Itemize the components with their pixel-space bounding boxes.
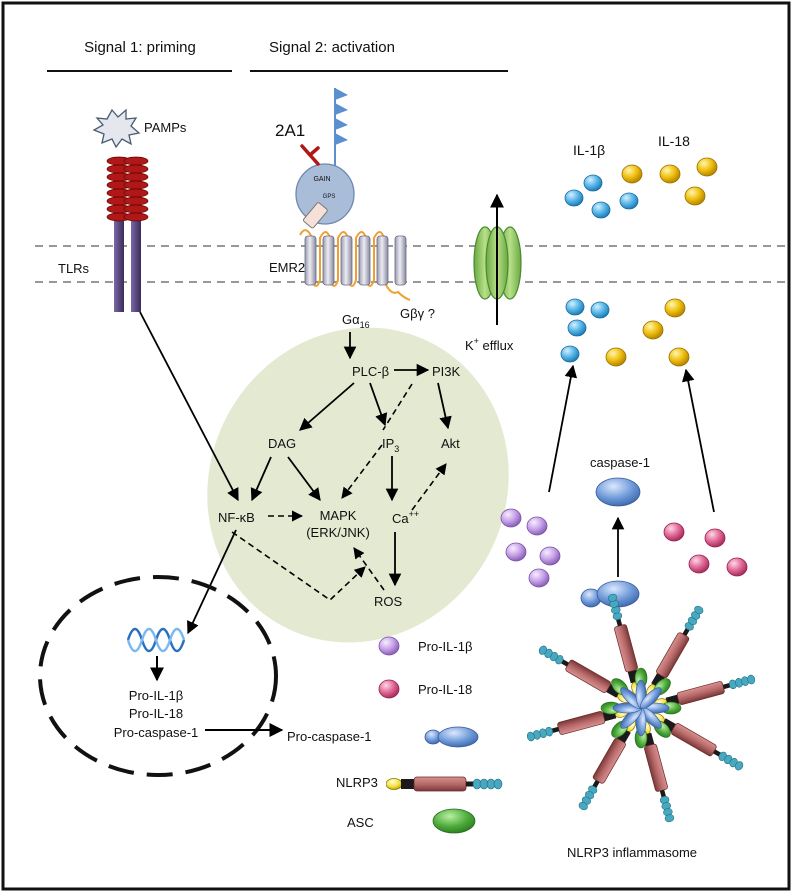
il1b-mature-group-top (564, 174, 639, 219)
il1b-label: IL-1β (573, 142, 605, 158)
legend-nlrp3-label: NLRP3 (336, 775, 378, 790)
caspase1-icon (595, 477, 641, 507)
signal1-header: Signal 1: priming (84, 39, 196, 56)
g-beta-gamma-label: Gβγ ? (400, 306, 435, 321)
pamps-label: PAMPs (144, 120, 187, 135)
mapk-label: MAPK (320, 508, 357, 523)
pro-il18-group (663, 522, 748, 577)
dag-label: DAG (268, 436, 296, 451)
nucleus-pro-il1b-label: Pro-IL-1β (129, 688, 183, 703)
signal2-header: Signal 2: activation (269, 39, 395, 56)
legend-pro-il18-label: Pro-IL-18 (418, 682, 472, 697)
ros-label: ROS (374, 594, 403, 609)
il1b-mature-group-inner (560, 298, 610, 363)
dna-icon (126, 627, 186, 653)
pi3k-label: PI3K (432, 364, 461, 379)
cleavage-arrows (548, 364, 715, 577)
tlrs-label: TLRs (58, 261, 90, 276)
nfkb-label: NF-κB (218, 510, 255, 525)
pro-il1b-group (500, 508, 561, 588)
legend-asc-label: ASC (347, 815, 374, 830)
erk-jnk-label: (ERK/JNK) (306, 525, 370, 540)
k-efflux-label: K+ efflux (465, 336, 514, 353)
il18-mature-group-inner (605, 298, 690, 367)
legend-pro-caspase-icon (424, 726, 479, 748)
inflammasome-label: NLRP3 inflammasome (567, 845, 697, 860)
g-alpha16-label: Gα16 (342, 312, 370, 330)
legend-pro-il1b-icon (378, 636, 400, 656)
nucleus-pro-il18-label: Pro-IL-18 (129, 706, 183, 721)
potassium-channel-icon (473, 226, 522, 300)
legend-asc-icon (432, 808, 476, 834)
akt-label: Akt (441, 436, 460, 451)
legend-pro-il1b-label: Pro-IL-1β (418, 639, 472, 654)
antibody-label: 2A1 (275, 121, 305, 140)
nucleus-pro-caspase-label: Pro-caspase-1 (114, 725, 199, 740)
gps-domain-label: GPS (323, 194, 336, 200)
gain-domain-label: GAIN (313, 176, 330, 183)
legend-nlrp3-icon (386, 776, 503, 792)
pamps-icon (92, 108, 141, 149)
il18-label: IL-18 (658, 133, 690, 149)
dashed-signaling-arrows (231, 383, 447, 602)
caspase1-label: caspase-1 (590, 455, 650, 470)
plc-beta-label: PLC-β (352, 364, 389, 379)
tlr-receptor-icon (106, 156, 149, 312)
cytoplasm-region (207, 327, 509, 643)
nucleus-boundary (38, 575, 278, 777)
emr2-label: EMR2 (269, 260, 305, 275)
nlrp3-inflammasome-icon (525, 592, 757, 824)
legend-pro-caspase-label: Pro-caspase-1 (287, 729, 372, 744)
pro-caspase1-activated-icon (580, 580, 640, 608)
calcium-label: Ca++ (392, 509, 419, 526)
legend-pro-il18-icon (378, 679, 400, 699)
ip3-label: IP3 (382, 436, 399, 454)
il18-mature-group-top (621, 157, 718, 206)
antibody-icon (300, 144, 320, 166)
emr2-receptor-icon (295, 88, 411, 301)
signaling-arrows (139, 311, 452, 635)
